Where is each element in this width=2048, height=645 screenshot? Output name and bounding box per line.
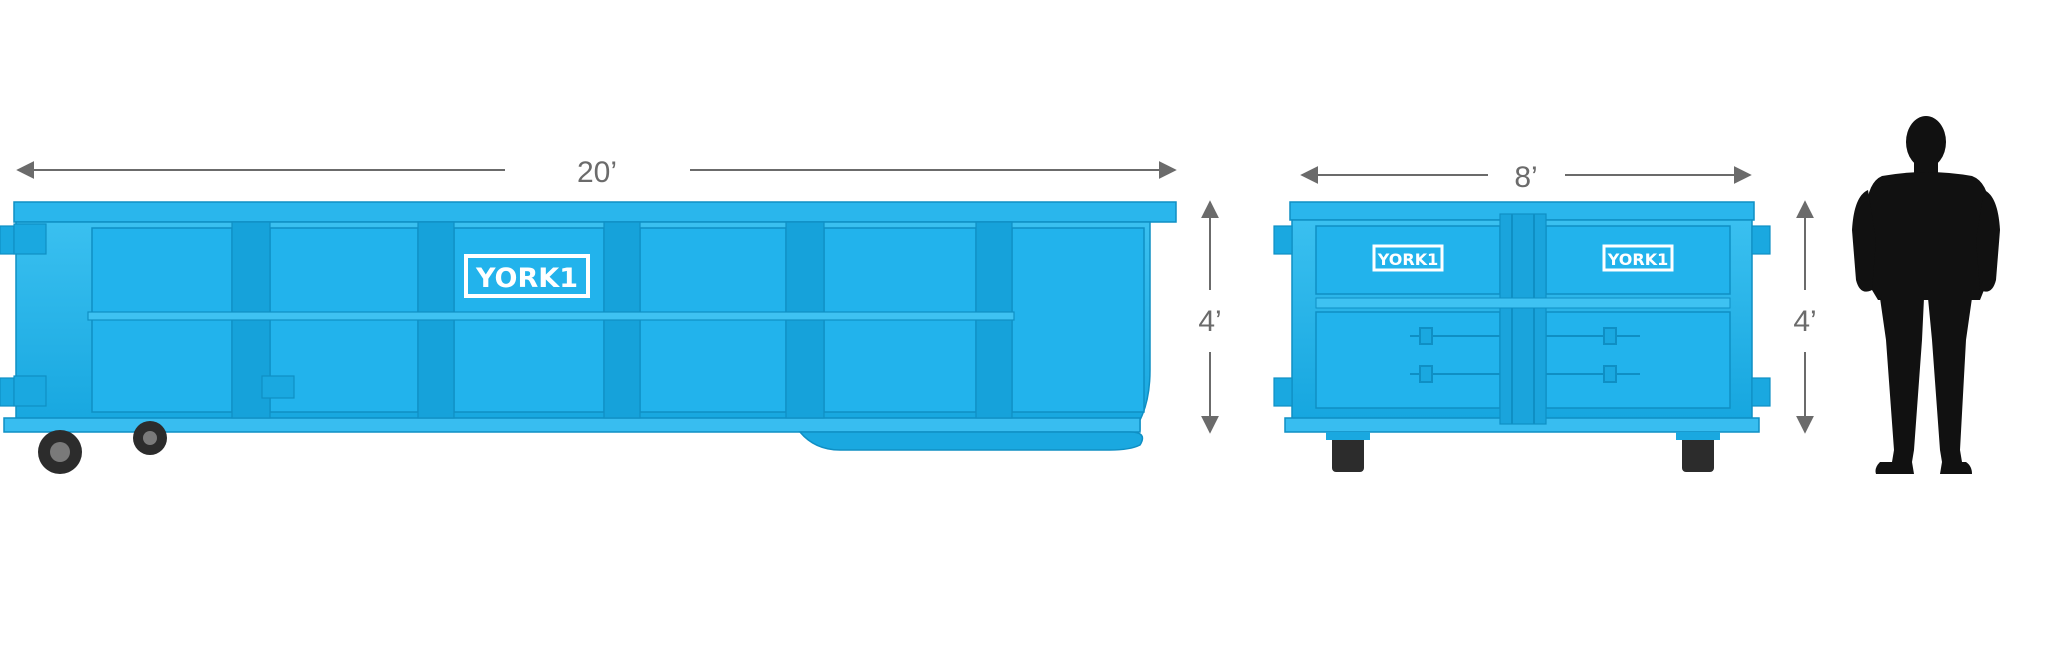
- side-wheels: [38, 421, 167, 474]
- front-view-container: 8’ 4’: [1273, 161, 1817, 472]
- length-dimension: 20’: [16, 156, 1177, 189]
- wheel-icon: [1332, 432, 1364, 472]
- front-york1-logo-left: YORK1: [1372, 244, 1444, 272]
- wheel-icon: [1682, 432, 1714, 472]
- svg-text:YORK1: YORK1: [1377, 250, 1438, 269]
- side-view-container: 20’ 4’: [0, 156, 1222, 474]
- front-height-label: 4’: [1793, 305, 1816, 338]
- width-label: 8’: [1514, 161, 1537, 194]
- front-height-dimension: 4’: [1793, 200, 1817, 434]
- side-dumpster-body: [0, 201, 1177, 451]
- svg-text:YORK1: YORK1: [475, 263, 578, 294]
- person-silhouette-icon: [1852, 116, 2000, 474]
- front-dumpster-body: [1273, 201, 1771, 433]
- width-dimension: 8’: [1300, 161, 1752, 194]
- svg-text:YORK1: YORK1: [1607, 250, 1668, 269]
- front-york1-logo-right: YORK1: [1602, 244, 1674, 272]
- side-height-label: 4’: [1198, 305, 1221, 338]
- length-label: 20’: [577, 156, 617, 189]
- side-york1-logo: YORK1: [464, 254, 590, 298]
- side-height-dimension: 4’: [1198, 200, 1222, 434]
- front-wheels: [1326, 432, 1720, 472]
